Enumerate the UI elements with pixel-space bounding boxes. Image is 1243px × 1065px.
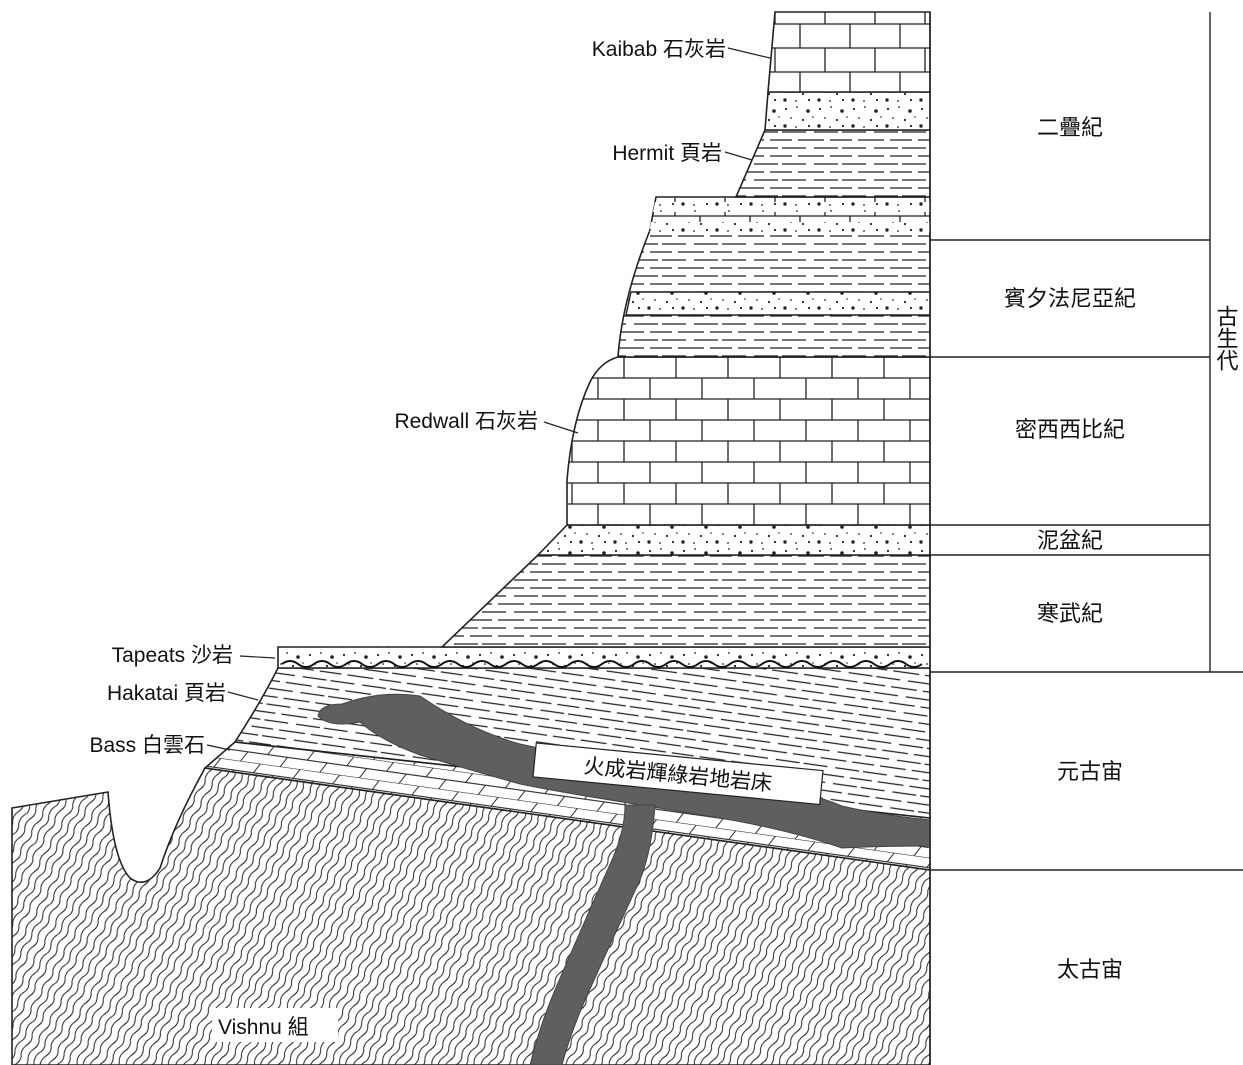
supai-sandstone-band — [625, 291, 931, 316]
vishnu-label-box — [212, 1008, 338, 1042]
period-cambrian: 寒武紀 — [1037, 601, 1103, 626]
label-kaibab: Kaibab 石灰岩 — [592, 38, 726, 61]
label-redwall: Redwall 石灰岩 — [394, 410, 538, 433]
redwall-limestone-layer — [566, 356, 931, 526]
hermit-shale-layer — [734, 129, 931, 198]
time-scale-column — [929, 12, 1243, 1065]
supai-upper-sand — [649, 202, 930, 232]
period-pennsylvanian: 賓夕法尼亞紀 — [1004, 286, 1136, 311]
cambrian-shale-layer — [440, 554, 931, 648]
label-hermit: Hermit 頁岩 — [612, 142, 722, 165]
eon-proterozoic: 元古宙 — [1057, 759, 1123, 784]
period-mississippian: 密西西比紀 — [1015, 417, 1125, 442]
label-vishnu: Vishnu 組 — [218, 1016, 309, 1039]
leader-tapeats — [239, 655, 276, 659]
devonian-sandstone-layer — [536, 524, 931, 556]
kaibab-limestone-layer — [767, 11, 931, 93]
label-bass: Bass 白雲石 — [89, 734, 205, 757]
label-tapeats: Tapeats 沙岩 — [112, 644, 233, 667]
label-hakatai: Hakatai 頁岩 — [107, 682, 226, 705]
leader-hakatai — [227, 691, 259, 701]
vishnu-schist-layer — [11, 767, 931, 1065]
leader-hermit — [724, 151, 753, 161]
great-unconformity-line — [281, 660, 923, 668]
period-permian: 二疊紀 — [1037, 115, 1103, 140]
sill-label-box — [532, 742, 824, 806]
leader-redwall — [543, 421, 579, 434]
eon-archean: 太古宙 — [1057, 957, 1123, 982]
leader-kaibab — [727, 47, 771, 59]
period-devonian: 泥盆紀 — [1037, 528, 1103, 553]
leader-bass — [206, 744, 231, 751]
coconino-sandstone-layer — [764, 91, 931, 131]
era-paleozoic: 古生代 — [1214, 305, 1239, 371]
